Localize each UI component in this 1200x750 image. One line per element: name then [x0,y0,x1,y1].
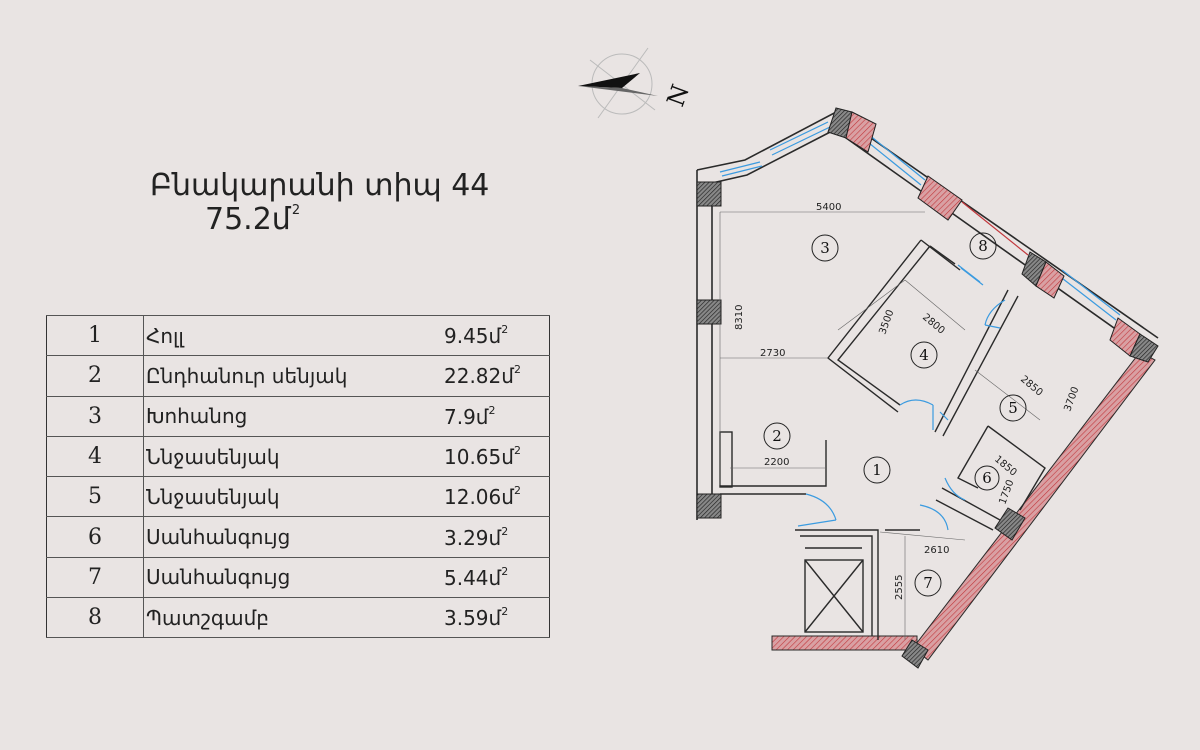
windows [719,121,1121,321]
table-row: 2 Ընդհանուր սենյակ 22.82մ2 [46,355,550,397]
dim-living-width: 2730 [760,348,785,359]
table-row: 6 Սանհանգույց 3.29մ2 [46,516,550,558]
dim-wc6-a: 1850 [992,454,1019,479]
room-number: 8 [46,597,144,639]
room-area-value: 9.45մ [444,324,502,349]
columns [696,107,1159,669]
exterior-wall-hatched [912,351,1156,661]
room-area: 22.82մ2 [430,355,550,397]
room-area-value: 10.65մ [444,445,514,470]
table-row: 8 Պատշգամբ 3.59մ2 [46,597,550,639]
room-area: 3.29մ2 [430,516,550,558]
room-marker-7: 7 [923,574,933,592]
dim-bedroom4-a: 3500 [877,308,896,336]
room-area-value: 3.29մ [444,525,502,550]
room-area-sup: 2 [501,564,509,578]
room-area-sup: 2 [501,323,509,337]
room-markers [763,232,1027,597]
room-marker-8: 8 [978,237,988,255]
room-name: Ննջասենյակ [143,476,430,518]
room-area: 3.59մ2 [430,597,550,639]
room-marker-2: 2 [772,427,782,445]
room-marker-5: 5 [1008,399,1018,417]
room-name: Պատշգամբ [143,597,430,639]
apartment-area: 75.2մ2 [205,202,300,237]
apartment-area-value: 75.2մ [205,202,291,237]
room-area-sup: 2 [488,403,496,417]
room-area-value: 12.06մ [444,485,514,510]
room-area: 5.44մ2 [430,556,550,599]
dim-wc7-width: 2610 [924,545,949,556]
room-number: 4 [46,435,144,478]
dim-bedroom5-a: 2850 [1018,374,1045,399]
dim-corridor-width: 2200 [764,457,789,468]
room-marker-1: 1 [872,461,882,479]
room-number: 1 [46,314,144,357]
table-row: 4 Ննջասենյակ 10.65մ2 [46,435,550,478]
room-area-value: 3.59մ [444,606,502,631]
room-marker-6: 6 [982,469,992,487]
dim-bedroom5-b: 3700 [1062,385,1081,413]
balcony-edge [961,201,1029,256]
room-number: 2 [46,355,144,397]
table-row: 5 Ննջասենյակ 12.06մ2 [46,476,550,518]
room-name: Սանհանգույց [143,556,430,599]
room-area-sup: 2 [501,524,509,538]
interior-walls [719,239,1046,640]
dim-bedroom4-b: 2800 [920,312,947,337]
room-area-value: 7.9մ [444,404,489,429]
room-name: Սանհանգույց [143,516,430,558]
table-row: 7 Սանհանգույց 5.44մ2 [46,556,550,599]
room-area: 10.65մ2 [430,435,550,478]
room-area-sup: 2 [501,605,509,619]
room-marker-3: 3 [820,239,830,257]
room-area-sup: 2 [513,484,521,498]
room-name: Ննջասենյակ [143,435,430,478]
room-number: 7 [46,556,144,599]
room-area: 7.9մ2 [430,395,550,437]
room-area: 9.45մ2 [430,314,550,357]
room-marker-4: 4 [919,346,929,364]
room-name: Խոհանոց [143,395,430,437]
table-row: 3 Խոհանոց 7.9մ2 [46,395,550,437]
room-number: 6 [46,516,144,558]
room-area-value: 5.44մ [444,565,502,590]
doors [797,299,1006,531]
room-area-value: 22.82մ [444,364,514,389]
apartment-area-unit-sup: 2 [291,203,301,218]
north-label: N [661,81,694,110]
room-area-sup: 2 [513,363,521,377]
room-name: Ընդհանուր սենյակ [143,355,430,397]
dim-living-height: 8310 [734,305,745,330]
apartment-title: Բնակարանի տիպ 44 [150,168,490,203]
room-area-sup: 2 [513,444,521,458]
dim-kitchen-width: 5400 [816,202,841,213]
room-table: 1 Հոլլ 9.45մ2 2 Ընդհանուր սենյակ 22.82մ2… [46,314,550,639]
room-number: 3 [46,395,144,437]
compass-icon [578,47,658,119]
room-number: 5 [46,476,144,518]
exterior-wall-hatched-bottom [771,635,918,651]
dim-wc7-height: 2555 [894,575,905,600]
dimension-lines [719,211,1041,640]
dim-wc6-b: 1750 [997,478,1016,506]
